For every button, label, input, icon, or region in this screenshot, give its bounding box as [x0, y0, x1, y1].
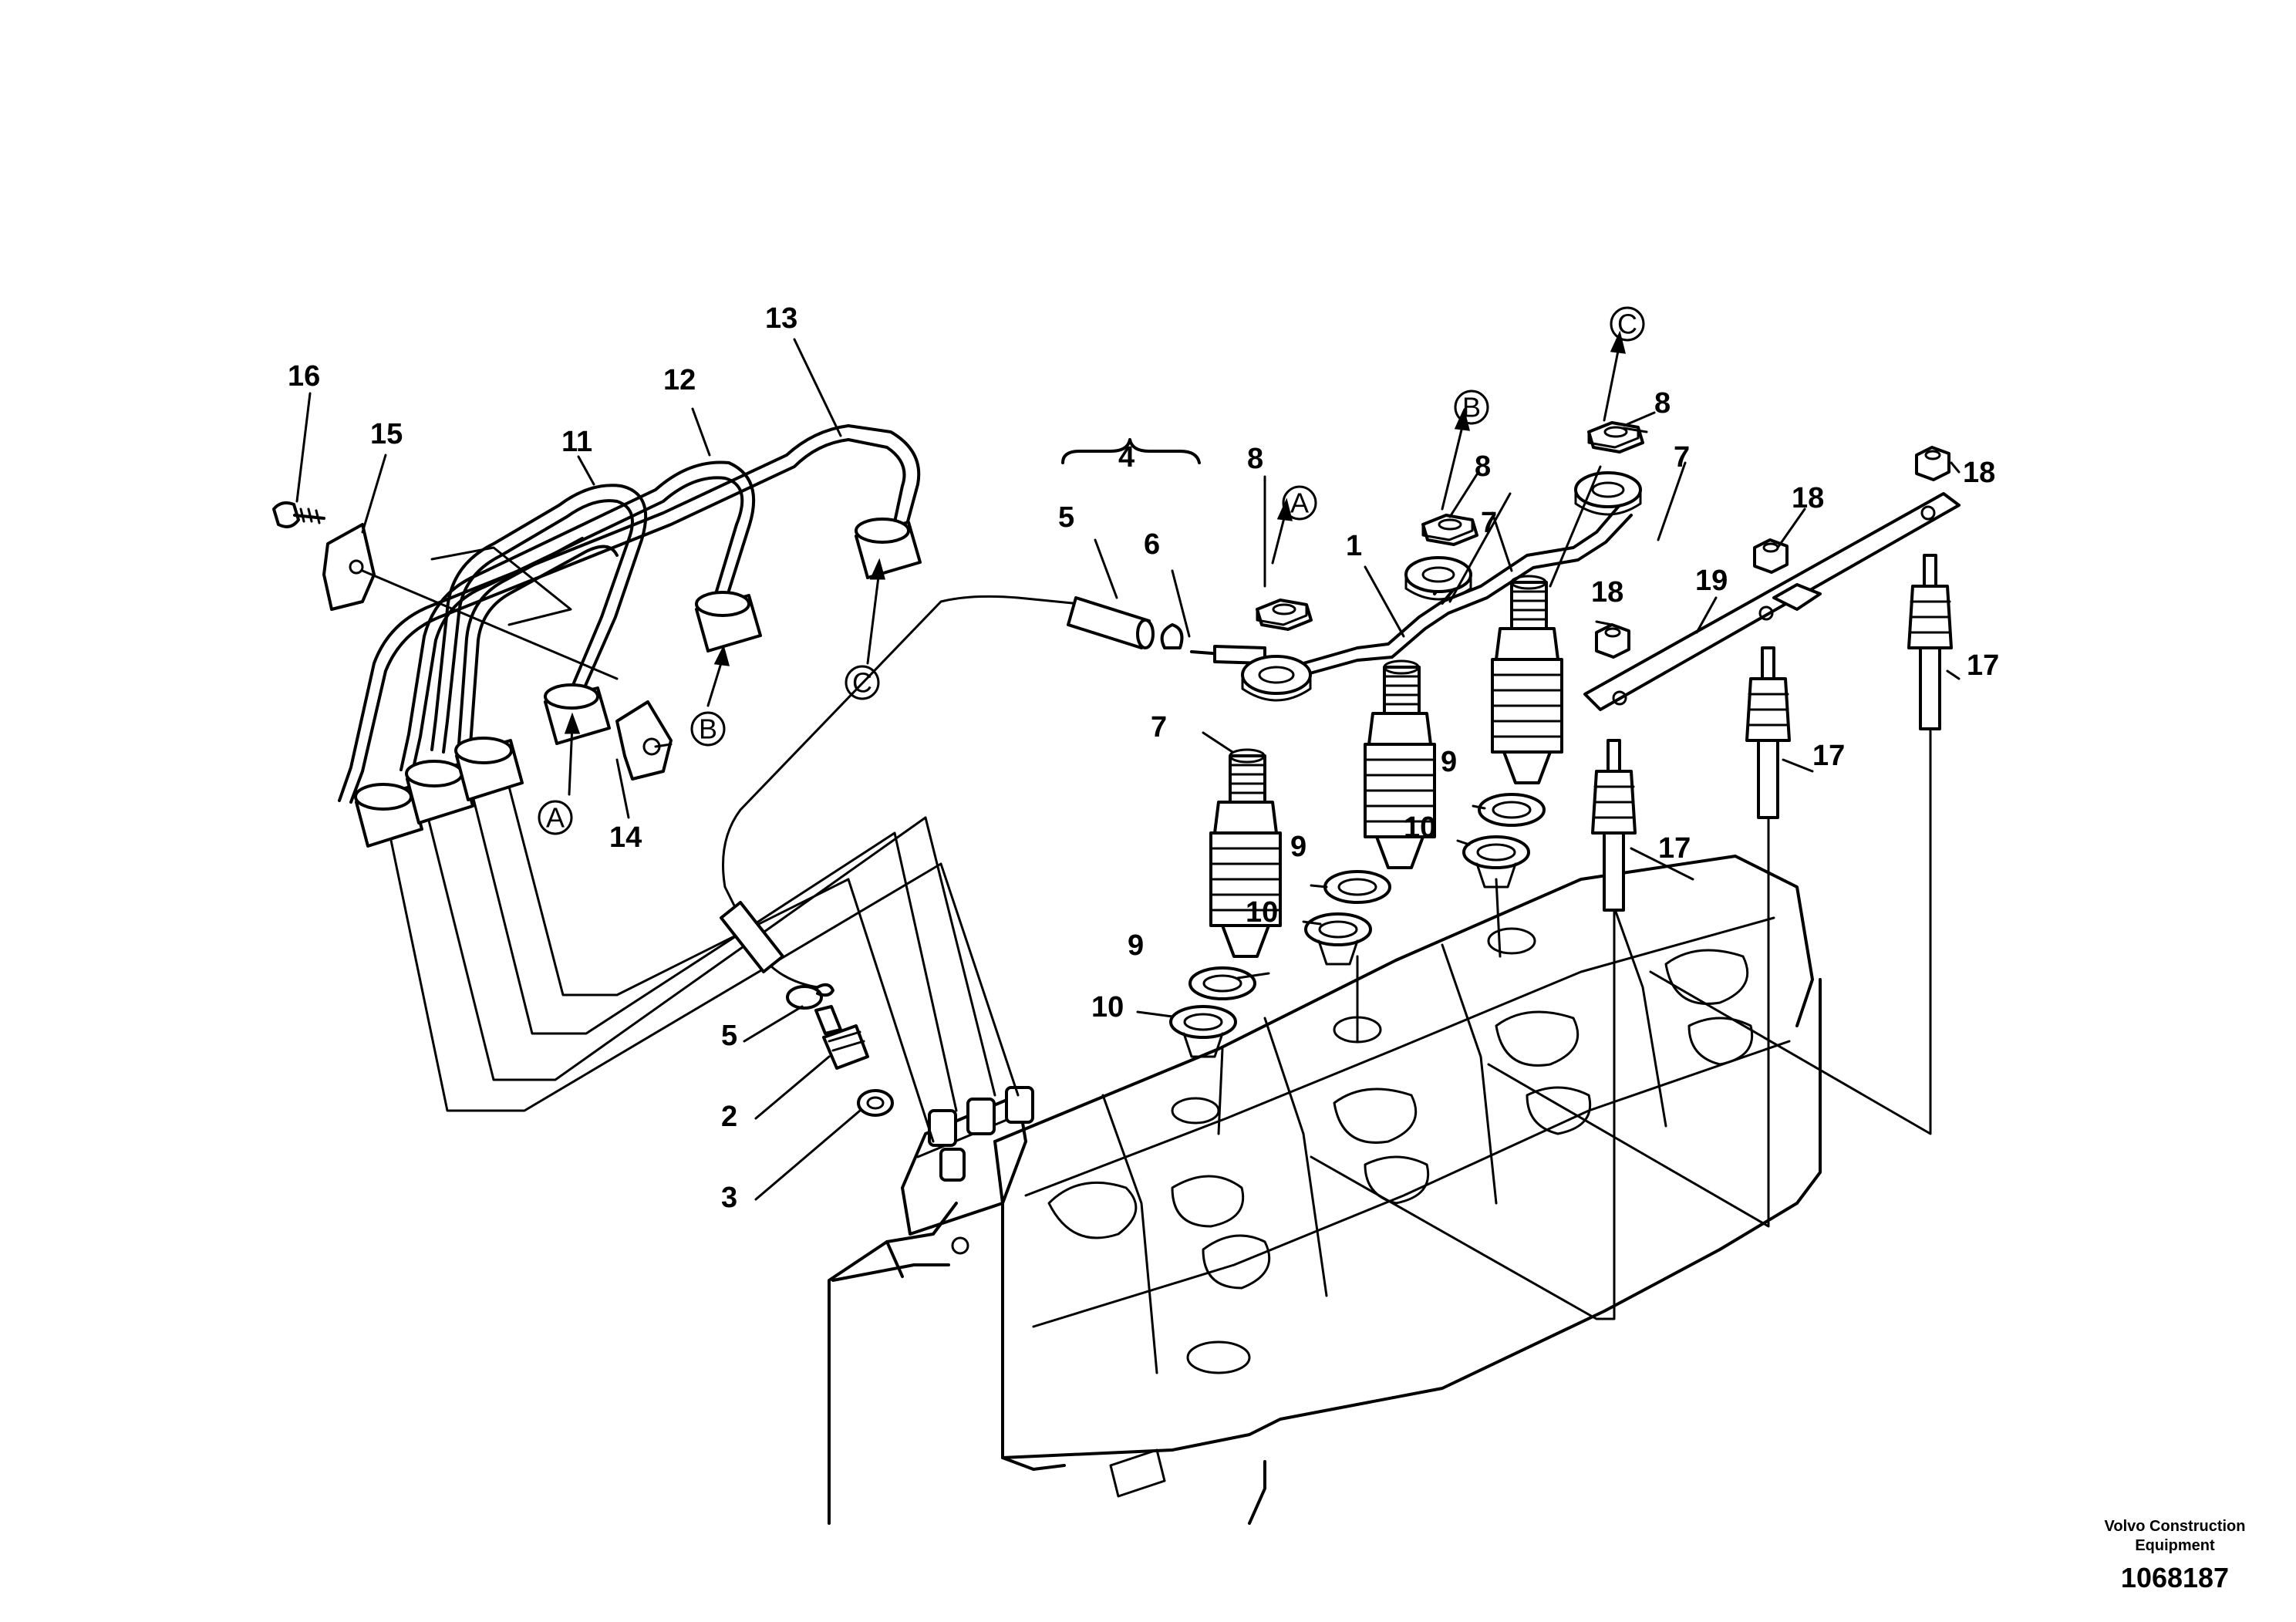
clamp-14: [615, 700, 673, 781]
drawing-imprint: Volvo Construction Equipment 1068187: [2105, 1518, 2246, 1593]
pipe-nut: [855, 518, 922, 579]
seal-washers: [1169, 793, 1546, 1135]
callout-4: 4: [1118, 441, 1135, 474]
high-pressure-pipes: [338, 424, 1020, 1143]
pipe-nut: [454, 737, 524, 801]
callout-18: 18: [1591, 576, 1623, 609]
callout-9: 9: [1128, 929, 1144, 962]
callout-6: 6: [1144, 528, 1160, 561]
injector: [1209, 748, 1282, 958]
callout-9: 9: [1441, 746, 1457, 778]
callout-9: 9: [1290, 831, 1306, 863]
callout-14: 14: [609, 821, 642, 854]
callout-3: 3: [721, 1182, 737, 1214]
glow-plug-bus-bar: [1583, 492, 1961, 711]
callout-18: 18: [1963, 457, 1995, 489]
centre-lines: [1310, 727, 1932, 1320]
callout-numbers: 1 2 3 4 5 5 6 7 7 7 8 8 8 9 9 9 10 10 10…: [288, 302, 1999, 1214]
callout-7: 7: [1481, 507, 1497, 539]
banjo-fitting: [786, 983, 894, 1117]
callout-10: 10: [1091, 991, 1124, 1023]
injector: [1364, 659, 1436, 869]
callout-10: 10: [1246, 896, 1278, 929]
callout-1: 1: [1346, 530, 1362, 562]
reference-circles: A B C A B C: [538, 306, 1645, 835]
callout-7: 7: [1151, 711, 1167, 744]
ref-a-label: A: [1290, 487, 1309, 519]
ref-b-circle-left: B: [690, 711, 726, 747]
callout-8: 8: [1654, 387, 1671, 420]
ref-c-label: C: [1617, 309, 1637, 340]
cylinder-head: [828, 855, 1822, 1525]
ref-c-circle-right: C: [1610, 306, 1645, 342]
callout-8: 8: [1247, 443, 1263, 475]
callout-12: 12: [663, 364, 696, 396]
callout-5: 5: [1058, 501, 1074, 534]
callout-11: 11: [561, 426, 592, 458]
callout-16: 16: [288, 360, 320, 393]
callout-19: 19: [1695, 565, 1728, 597]
ref-a-circle-right: A: [1282, 485, 1317, 521]
glow-plug-nuts: [1595, 446, 1950, 659]
injector: [1491, 575, 1563, 784]
callout-7: 7: [1674, 441, 1690, 474]
callout-17: 17: [1658, 832, 1691, 865]
ref-b-label: B: [1462, 392, 1481, 423]
callout-10: 10: [1404, 811, 1436, 844]
company-name-line2: Equipment: [2135, 1537, 2215, 1554]
ref-c-label: C: [852, 667, 872, 699]
pipe-nut: [405, 760, 474, 824]
callout-17: 17: [1967, 649, 1999, 682]
injection-pump: [901, 1086, 1034, 1255]
glow-plug: [1745, 646, 1791, 819]
company-name-line1: Volvo Construction: [2105, 1518, 2246, 1535]
pipe-nut: [695, 591, 762, 653]
pipe-nut: [544, 683, 611, 745]
callout-18: 18: [1792, 482, 1824, 514]
callout-2: 2: [721, 1101, 737, 1133]
ref-b-circle-right: B: [1454, 389, 1489, 425]
clamp-and-bolt: [272, 501, 619, 680]
glow-plug: [1907, 554, 1953, 730]
banjo-eyes: [1241, 421, 1644, 702]
glow-plug: [1591, 739, 1637, 912]
callout-5: 5: [721, 1020, 737, 1052]
leader-lines: [295, 330, 1961, 1201]
callout-8: 8: [1475, 450, 1491, 483]
callout-15: 15: [370, 418, 403, 450]
callout-17: 17: [1812, 740, 1845, 772]
leak-off-line: [720, 595, 1266, 989]
pipe-nut: [354, 783, 423, 848]
callout-13: 13: [765, 302, 797, 335]
ref-c-circle-left: C: [845, 665, 880, 700]
drawing-number: 1068187: [2121, 1562, 2229, 1593]
ref-a-circle-left: A: [538, 800, 573, 835]
ref-a-label: A: [546, 802, 565, 834]
ref-b-label: B: [699, 713, 717, 745]
